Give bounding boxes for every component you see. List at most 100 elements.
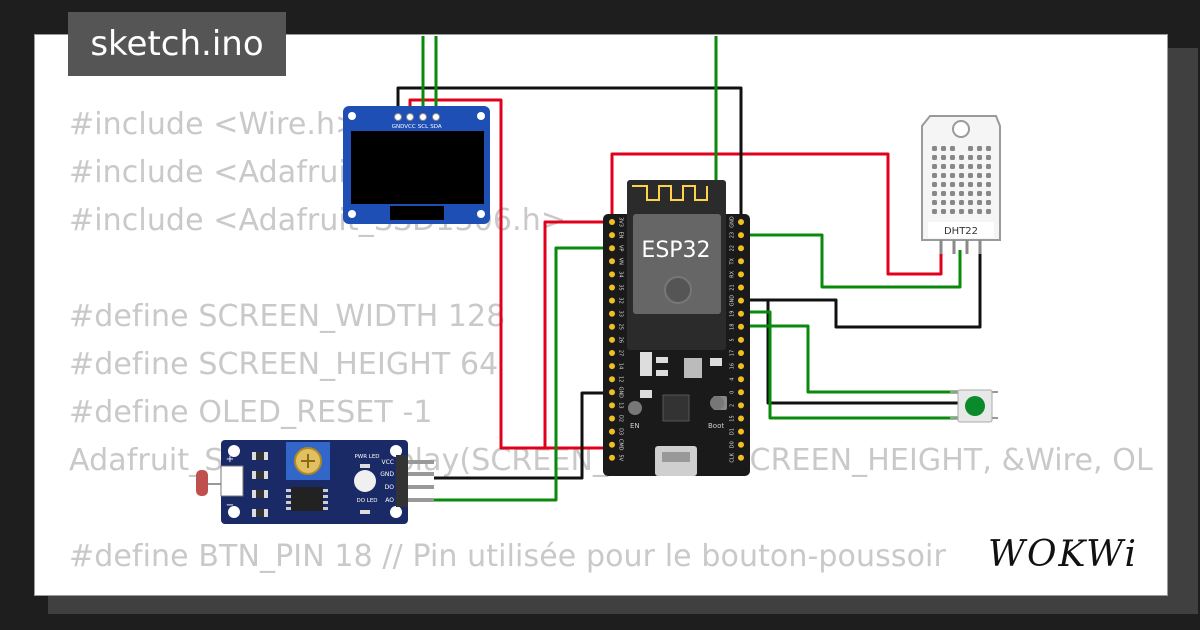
esp32-pin[interactable]: [609, 402, 615, 409]
esp32-pin-label: 34: [618, 271, 624, 277]
esp32-pin[interactable]: [609, 376, 615, 383]
en-label: EN: [630, 422, 640, 430]
esp32-pin[interactable]: [738, 284, 744, 291]
code-line: #define SCREEN_WIDTH 128: [69, 299, 506, 334]
dht22-vent: [941, 182, 946, 187]
oled-pin[interactable]: [419, 113, 427, 121]
oled-pin[interactable]: [406, 113, 414, 121]
dht22-vent: [968, 146, 973, 151]
esp32-pin-label: 15: [730, 415, 736, 421]
esp32-pin[interactable]: [609, 350, 615, 356]
dht22-vent: [959, 155, 964, 160]
dht22-vent: [950, 155, 955, 160]
esp32-pin-label: D2: [618, 415, 624, 422]
esp32-pin[interactable]: [738, 219, 744, 225]
oled-display[interactable]: GND VCC SCL SDA: [343, 106, 490, 224]
wire-green: [741, 324, 958, 394]
wokwi-brand-text: WOKWi: [988, 534, 1138, 575]
esp32-pin[interactable]: [738, 441, 744, 448]
oled-pin[interactable]: [394, 113, 402, 121]
pushbutton-cap[interactable]: [965, 396, 985, 416]
dht22-vent: [932, 173, 937, 178]
dht22-vent: [968, 173, 973, 178]
esp32-pin-label: CLK: [730, 452, 736, 462]
esp32-pin[interactable]: [738, 376, 744, 383]
dht22-vent: [959, 209, 964, 214]
esp32-pin[interactable]: [738, 271, 744, 278]
sketch-filename-tab[interactable]: sketch.ino: [68, 12, 286, 76]
esp32-pin[interactable]: [609, 310, 615, 317]
esp32-pin[interactable]: [609, 297, 615, 304]
code-line: #include <Adafruit_SSD1306.h>: [69, 203, 567, 238]
dht22-vent: [977, 200, 982, 205]
esp32-pin[interactable]: [738, 258, 744, 265]
wire-red: [610, 152, 943, 276]
esp32-pin[interactable]: [609, 271, 615, 278]
dht22-vent: [950, 173, 955, 178]
dht22-vent: [986, 146, 991, 151]
dht22-vent: [977, 182, 982, 187]
esp32-pin-label: D3: [618, 428, 624, 435]
esp32-pin-label: 35: [618, 284, 624, 290]
wire-black: [741, 250, 982, 329]
dht22-vent: [986, 200, 991, 205]
esp32-pin[interactable]: [738, 415, 744, 422]
esp32-pin[interactable]: [609, 245, 615, 252]
esp32-pin[interactable]: [609, 258, 615, 265]
code-line: #define OLED_RESET -1: [69, 395, 433, 430]
esp32-pin[interactable]: [609, 323, 615, 330]
code-line: #define BTN_PIN 18 // Pin utilisée pour …: [69, 539, 946, 574]
boot-button[interactable]: [710, 396, 724, 410]
esp32-pin[interactable]: [609, 441, 615, 448]
esp32-pin[interactable]: [738, 323, 744, 330]
esp32-pin[interactable]: [738, 389, 744, 396]
wokwi-logo[interactable]: WOKWi: [976, 528, 1150, 578]
esp32-pin-label: 2: [730, 404, 736, 407]
ldr-pin-label: GND: [380, 471, 394, 478]
esp32-pin[interactable]: [609, 336, 615, 343]
esp32-pin[interactable]: [609, 428, 615, 435]
esp32-pin[interactable]: [738, 454, 744, 461]
esp32-pin[interactable]: [738, 363, 744, 370]
esp32-board[interactable]: ESP32 EN Boot 3V3ENVPVN34353233252627141…: [603, 180, 750, 476]
en-button[interactable]: [628, 401, 642, 415]
esp32-pin[interactable]: [738, 336, 744, 343]
dht22-vent: [932, 191, 937, 196]
esp32-pin[interactable]: [738, 310, 744, 317]
esp32-pin-label: D1: [730, 428, 736, 435]
esp32-pin[interactable]: [609, 219, 615, 225]
esp32-pin-label: 25: [618, 324, 624, 330]
oled-pin[interactable]: [432, 113, 440, 121]
esp32-pin[interactable]: [738, 297, 744, 304]
esp32-left-pin-header[interactable]: 3V3ENVPVN343532332526271412GND13D2D3CMD5…: [609, 217, 624, 462]
esp32-pin[interactable]: [738, 402, 744, 409]
esp32-pin[interactable]: [738, 428, 744, 435]
esp32-pin[interactable]: [738, 232, 744, 239]
esp32-pin[interactable]: [609, 415, 615, 422]
esp32-pin[interactable]: [609, 454, 615, 461]
esp32-pin-label: 27: [618, 350, 624, 356]
dht22-vent: [986, 209, 991, 214]
dht22-vent: [941, 155, 946, 160]
dht22-vent: [977, 164, 982, 169]
esp32-pin[interactable]: [738, 350, 744, 356]
dht22-vent: [941, 191, 946, 196]
dht22-vent: [932, 146, 937, 151]
ldr-plus-label: +: [226, 454, 234, 465]
esp32-pin[interactable]: [609, 284, 615, 291]
dht22-vent: [950, 164, 955, 169]
photoresistor-module[interactable]: + − PWR LED DO LED: [196, 440, 434, 524]
dht22-vent: [941, 164, 946, 169]
dht22-vent: [941, 200, 946, 205]
esp32-pin-label: EN: [618, 232, 624, 239]
esp32-pin[interactable]: [609, 363, 615, 370]
esp32-pin-label: 3V3: [618, 217, 624, 227]
esp32-pin[interactable]: [609, 232, 615, 239]
pushbutton[interactable]: [950, 389, 998, 423]
dht22-sensor[interactable]: DHT22: [921, 115, 1001, 254]
esp32-pin[interactable]: [738, 245, 744, 252]
esp32-pin[interactable]: [609, 389, 615, 396]
wire-red: [543, 220, 612, 450]
